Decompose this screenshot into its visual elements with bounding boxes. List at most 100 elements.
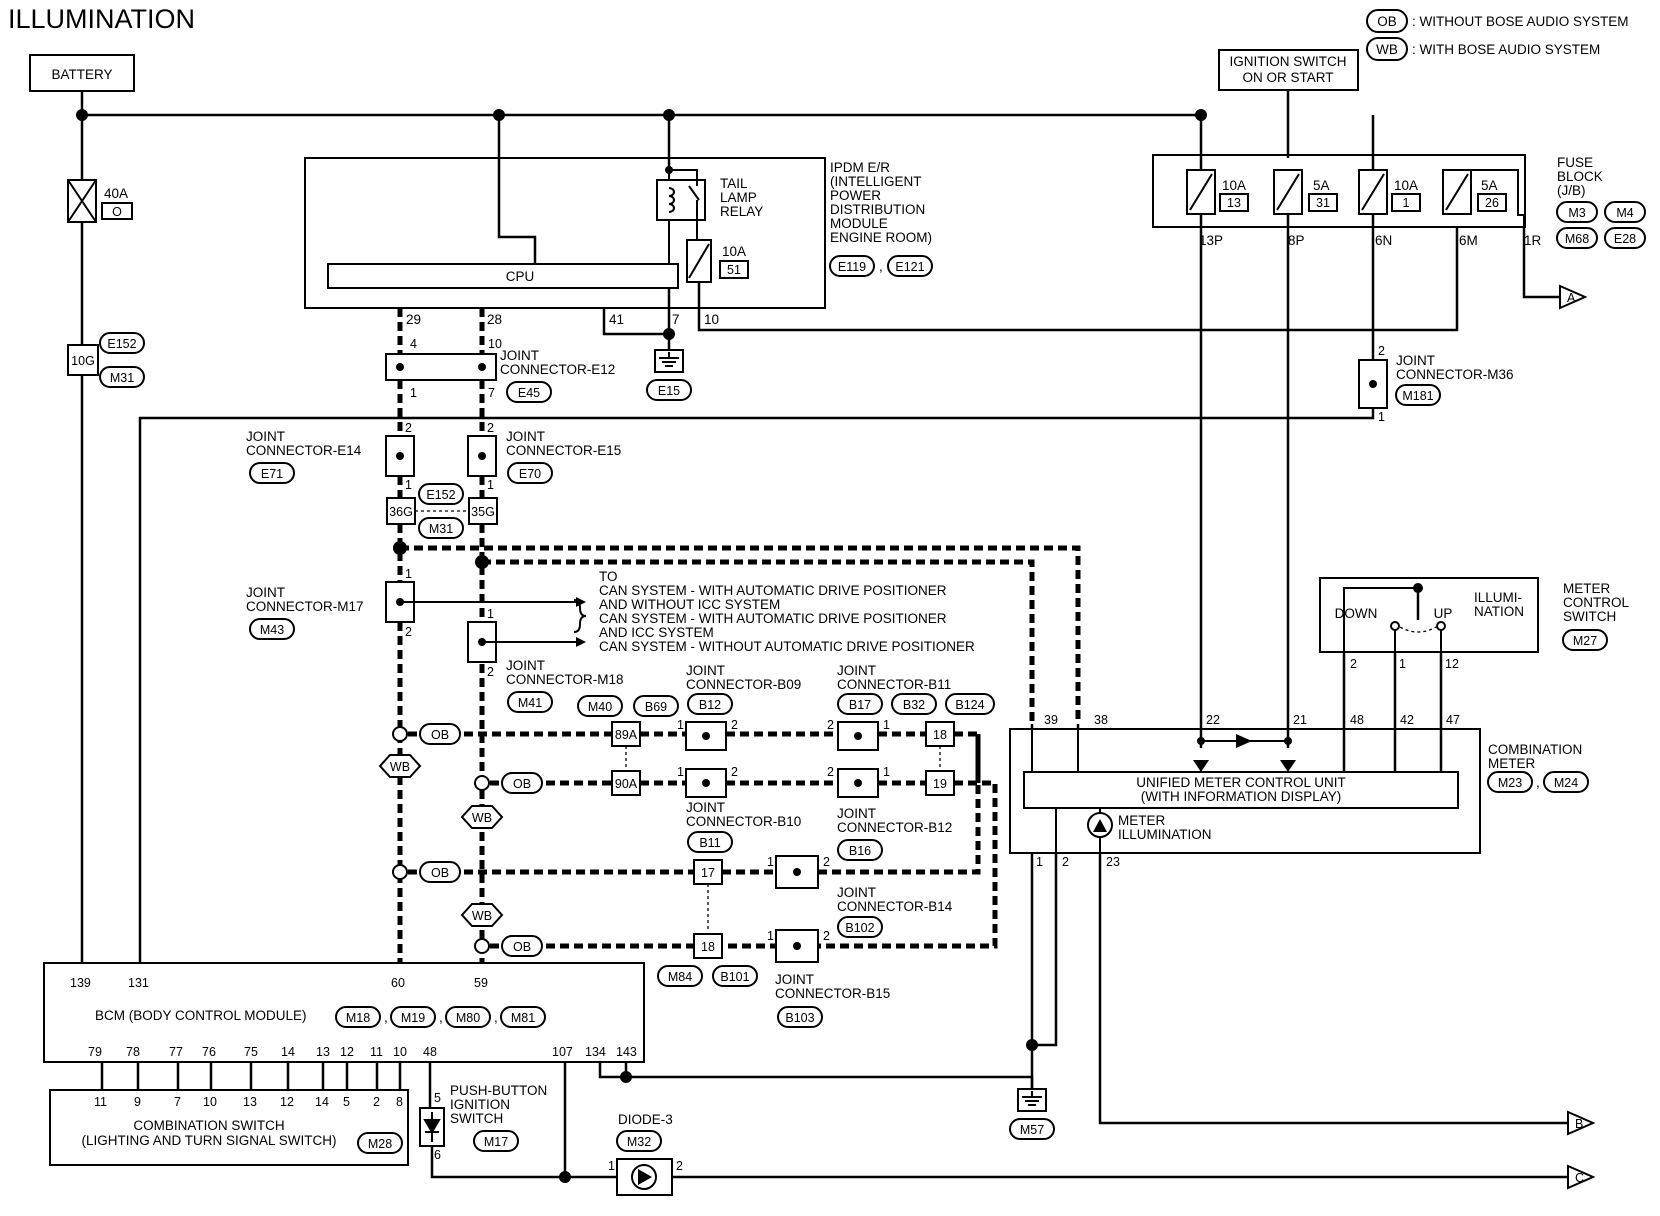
ground-m57-symbol [1017, 1088, 1047, 1112]
joint-b15-label-2: CONNECTOR-B15 [775, 986, 890, 1001]
legend: OB : WITHOUT BOSE AUDIO SYSTEM WB : WITH… [1366, 9, 1629, 61]
svg-text:1: 1 [405, 567, 412, 581]
svg-text:6M: 6M [1459, 233, 1478, 248]
harness-pin-90a [611, 770, 641, 796]
joint-m18-label-1: JOINT [506, 658, 545, 673]
svg-text:21: 21 [1293, 713, 1307, 727]
svg-text:48: 48 [423, 1045, 437, 1059]
meter-switch-label-2: CONTROL [1563, 595, 1629, 610]
svg-text:26: 26 [1485, 196, 1499, 210]
svg-text:1: 1 [1378, 410, 1385, 424]
branch2-ob-tag: OB [513, 777, 531, 791]
svg-text:77: 77 [169, 1045, 183, 1059]
svg-text:12: 12 [1445, 657, 1459, 671]
svg-text:59: 59 [474, 976, 488, 990]
svg-text:5: 5 [343, 1095, 350, 1109]
svg-text:10A: 10A [1394, 178, 1418, 193]
joint-connector-e12 [385, 353, 497, 381]
svg-text:,: , [384, 1010, 388, 1025]
meter-control-switch-box [1319, 577, 1539, 653]
joint-e14-conn: E71 [261, 467, 283, 481]
svg-text:1: 1 [883, 765, 890, 779]
conn-m84: M84 [668, 970, 692, 984]
svg-text:1: 1 [677, 718, 684, 732]
legend-wb-tag: WB [1376, 42, 1398, 57]
relay-label-2: LAMP [720, 190, 757, 205]
legend-ob-tag: OB [1377, 14, 1397, 29]
joint-b14-conn: B102 [845, 921, 874, 935]
bcm-conn-m18: M18 [346, 1011, 370, 1025]
svg-text:2: 2 [405, 421, 412, 435]
joint-m36-conn: M181 [1402, 389, 1433, 403]
svg-text:6: 6 [434, 1148, 441, 1162]
svg-text:2: 2 [676, 1159, 683, 1173]
svg-text:2: 2 [731, 718, 738, 732]
svg-text:1: 1 [1403, 196, 1410, 210]
svg-text:60: 60 [391, 976, 405, 990]
joint-b09-label-2: CONNECTOR-B09 [686, 677, 801, 692]
switch-illum-2: NATION [1474, 604, 1524, 619]
arrow-a: A [1559, 284, 1588, 310]
joint-m36-label-1: JOINT [1396, 353, 1435, 368]
svg-text:DISTRIBUTION: DISTRIBUTION [830, 202, 925, 217]
fuse-31: 5A 31 [1273, 169, 1338, 215]
svg-text:,: , [1536, 775, 1540, 790]
svg-text:(J/B): (J/B) [1557, 183, 1586, 198]
ground-e15-label: E15 [658, 384, 680, 398]
meter-switch-label-3: SWITCH [1563, 609, 1616, 624]
comb-switch-label-1: COMBINATION SWITCH [133, 1118, 284, 1133]
joint-e14-label-1: JOINT [246, 429, 285, 444]
svg-text:42: 42 [1400, 713, 1414, 727]
joint-e15-label-2: CONNECTOR-E15 [506, 443, 621, 458]
comb-switch-label-2: (LIGHTING AND TURN SIGNAL SWITCH) [81, 1133, 336, 1148]
ipdm-conn-e121: E121 [895, 260, 924, 274]
svg-text:5: 5 [434, 1091, 441, 1105]
svg-text:19: 19 [933, 777, 947, 791]
joint-b12-conn: B16 [849, 844, 871, 858]
can-system-note: TO CAN SYSTEM - WITH AUTOMATIC DRIVE POS… [599, 569, 975, 654]
branch4-ob-tag: OB [513, 940, 531, 954]
svg-text:(INTELLIGENT: (INTELLIGENT [830, 174, 922, 189]
svg-text:1: 1 [883, 718, 890, 732]
svg-text:CAN SYSTEM - WITH AUTOMATIC DR: CAN SYSTEM - WITH AUTOMATIC DRIVE POSITI… [599, 611, 947, 626]
switch-down-label: DOWN [1335, 606, 1378, 621]
svg-text:1: 1 [487, 478, 494, 492]
bcm-box [43, 962, 645, 1063]
svg-text:FUSE: FUSE [1557, 155, 1593, 170]
svg-text:107: 107 [552, 1045, 573, 1059]
svg-text:M68: M68 [1565, 232, 1589, 246]
svg-text:12: 12 [280, 1095, 294, 1109]
svg-text:2: 2 [823, 855, 830, 869]
svg-text:1: 1 [767, 929, 774, 943]
meter-illum-label-2: ILLUMINATION [1118, 827, 1212, 842]
harness-conn-m31: M31 [110, 371, 134, 385]
svg-text:134: 134 [585, 1045, 606, 1059]
svg-text:2: 2 [823, 929, 830, 943]
svg-text:8: 8 [396, 1095, 403, 1109]
svg-text:POWER: POWER [830, 188, 881, 203]
svg-text:AND ICC SYSTEM: AND ICC SYSTEM [599, 625, 714, 640]
comb-meter-label-2: METER [1488, 756, 1536, 771]
harness2-conn-m31: M31 [429, 522, 453, 536]
comb-meter-conn-m23: M23 [1498, 776, 1522, 790]
harness-pin-19 [925, 770, 955, 796]
svg-text:10: 10 [393, 1045, 407, 1059]
svg-text:1R: 1R [1524, 233, 1542, 248]
svg-text:2: 2 [1350, 657, 1357, 671]
bcm-conn-m80: M80 [456, 1011, 480, 1025]
conn-b101: B101 [720, 970, 749, 984]
arrow-c: C [1567, 1164, 1596, 1190]
svg-text:13: 13 [1227, 196, 1241, 210]
legend-wb-text: : WITH BOSE AUDIO SYSTEM [1412, 42, 1600, 57]
svg-text:10: 10 [203, 1095, 217, 1109]
push-button-label-2: IGNITION [450, 1097, 510, 1112]
joint-e12-label-2: CONNECTOR-E12 [500, 362, 615, 377]
svg-text:ENGINE ROOM): ENGINE ROOM) [830, 230, 932, 245]
svg-text:2: 2 [373, 1095, 380, 1109]
joint-e15-label-1: JOINT [506, 429, 545, 444]
svg-text:4: 4 [410, 337, 417, 351]
joint-connector-b11 [837, 721, 879, 751]
joint-b15-conn: B103 [785, 1011, 814, 1025]
svg-text:AND WITHOUT ICC SYSTEM: AND WITHOUT ICC SYSTEM [599, 597, 780, 612]
svg-text:,: , [439, 1010, 443, 1025]
